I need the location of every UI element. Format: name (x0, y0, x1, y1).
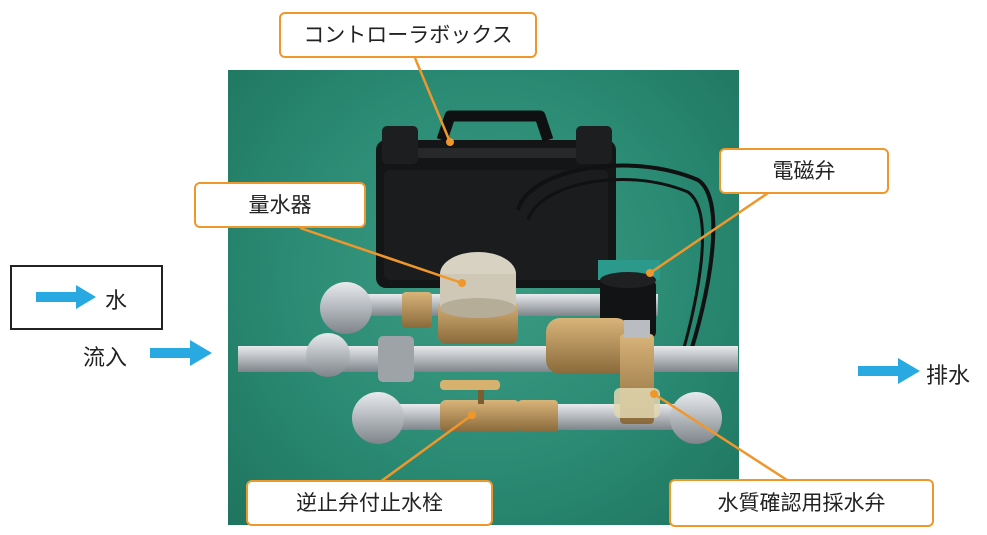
water-arrow-icon (36, 285, 96, 309)
callout-water-meter: 量水器 (194, 182, 366, 228)
legend-box: 水 (10, 265, 163, 330)
callout-sampling-valve: 水質確認用採水弁 (669, 479, 934, 527)
inlet-label: 流入 (83, 346, 128, 371)
outlet-arrow-icon (858, 358, 920, 384)
solenoid-valve (546, 260, 660, 374)
apparatus-illustration (238, 110, 738, 444)
callout-controller-box: コントローラボックス (279, 12, 537, 58)
inlet-arrow-icon (150, 340, 212, 366)
callout-check-valve-stopcock: 逆止弁付止水栓 (246, 480, 493, 526)
check-valve (440, 380, 558, 432)
sampling-valve-part (614, 320, 660, 424)
callout-solenoid-valve: 電磁弁 (719, 148, 889, 194)
outlet-label: 排水 (926, 364, 971, 389)
apparatus-photo (228, 70, 739, 525)
water-meter (402, 252, 518, 344)
legend-label: 水 (105, 289, 128, 314)
